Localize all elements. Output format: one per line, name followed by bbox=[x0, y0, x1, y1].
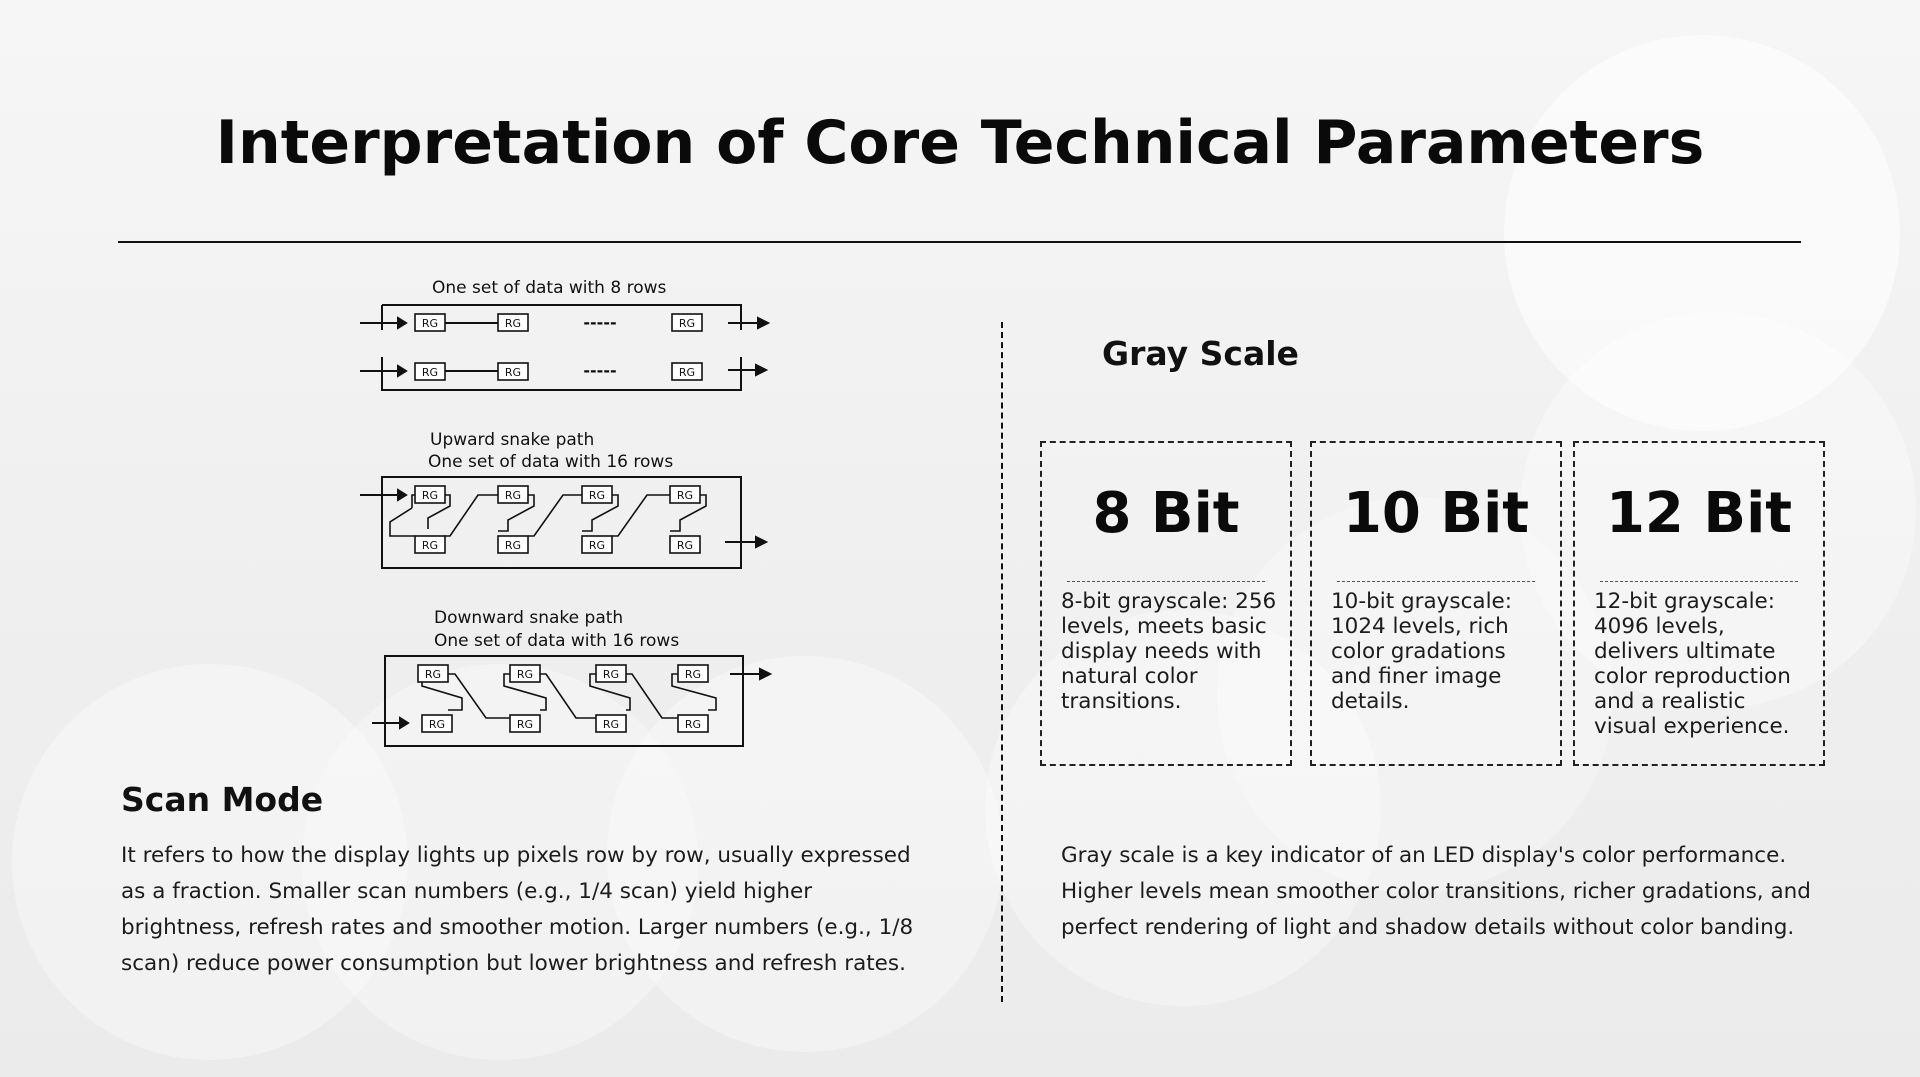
diagram-upward-caption-1: Upward snake path bbox=[430, 430, 595, 450]
card-12-bit: 12 Bit 12-bit grayscale: 4096 levels, de… bbox=[1573, 441, 1825, 766]
rg-box-label: RG bbox=[679, 317, 695, 330]
title-underline bbox=[118, 241, 1801, 243]
rg-box-label: RG bbox=[429, 718, 445, 731]
rg-box-label: RG bbox=[422, 317, 438, 330]
rg-box-label: RG bbox=[505, 317, 521, 330]
card-12-bit-label: 12 Bit bbox=[1605, 481, 1793, 546]
rg-box-label: RG bbox=[505, 366, 521, 379]
card-10-bit-label: 10 Bit bbox=[1342, 481, 1530, 546]
rg-box-label: RG bbox=[505, 489, 521, 502]
rg-box-label: RG bbox=[677, 539, 693, 552]
diagram-upward-caption-2: One set of data with 16 rows bbox=[428, 452, 674, 472]
rg-box-label: RG bbox=[603, 668, 619, 681]
diagram-8rows-caption: One set of data with 8 rows bbox=[432, 278, 667, 298]
rg-box-label: RG bbox=[685, 668, 701, 681]
scan-mode-description: It refers to how the display lights up p… bbox=[121, 843, 914, 976]
rg-box-label: RG bbox=[517, 718, 533, 731]
ellipsis-dashes: ----- bbox=[583, 313, 616, 332]
rg-box-label: RG bbox=[589, 539, 605, 552]
card-8-bit-text: 8-bit grayscale: 256 levels, meets basic… bbox=[1061, 589, 1277, 714]
rg-box-label: RG bbox=[422, 489, 438, 502]
rg-box-label: RG bbox=[679, 366, 695, 379]
card-10-bit-text: 10-bit grayscale: 1024 levels, rich colo… bbox=[1331, 589, 1513, 714]
diagram-8rows: RG RG RG RG RG RG ----- ----- bbox=[360, 304, 771, 391]
diagram-downward-caption-2: One set of data with 16 rows bbox=[434, 631, 680, 651]
rg-box-label: RG bbox=[505, 539, 521, 552]
rg-box-label: RG bbox=[422, 366, 438, 379]
rg-box-label: RG bbox=[422, 539, 438, 552]
ellipsis-dashes: ----- bbox=[583, 361, 616, 380]
rg-box-label: RG bbox=[589, 489, 605, 502]
gray-scale-heading: Gray Scale bbox=[1102, 334, 1299, 373]
card-10-bit: 10 Bit 10-bit grayscale: 1024 levels, ri… bbox=[1310, 441, 1562, 766]
rg-box-label: RG bbox=[517, 668, 533, 681]
gray-scale-description: Gray scale is a key indicator of an LED … bbox=[1061, 843, 1811, 940]
card-divider bbox=[1067, 581, 1265, 582]
card-divider bbox=[1600, 581, 1798, 582]
rg-box-label: RG bbox=[685, 718, 701, 731]
rg-box-label: RG bbox=[603, 718, 619, 731]
rg-box-label: RG bbox=[677, 489, 693, 502]
diagram-downward-snake: RG RG RG RG RG RG RG RG bbox=[372, 655, 773, 747]
card-8-bit: 8 Bit 8-bit grayscale: 256 levels, meets… bbox=[1040, 441, 1292, 766]
card-12-bit-text: 12-bit grayscale: 4096 levels, delivers … bbox=[1594, 589, 1791, 739]
page-title: Interpretation of Core Technical Paramet… bbox=[215, 108, 1705, 178]
section-divider bbox=[1001, 322, 1003, 1002]
card-8-bit-label: 8 Bit bbox=[1092, 481, 1240, 546]
diagram-downward-caption-1: Downward snake path bbox=[434, 608, 624, 628]
diagram-upward-snake: RG RG RG RG RG RG RG RG bbox=[360, 476, 769, 569]
rg-box-label: RG bbox=[425, 668, 441, 681]
scan-mode-heading: Scan Mode bbox=[121, 780, 324, 819]
card-divider bbox=[1337, 581, 1535, 582]
